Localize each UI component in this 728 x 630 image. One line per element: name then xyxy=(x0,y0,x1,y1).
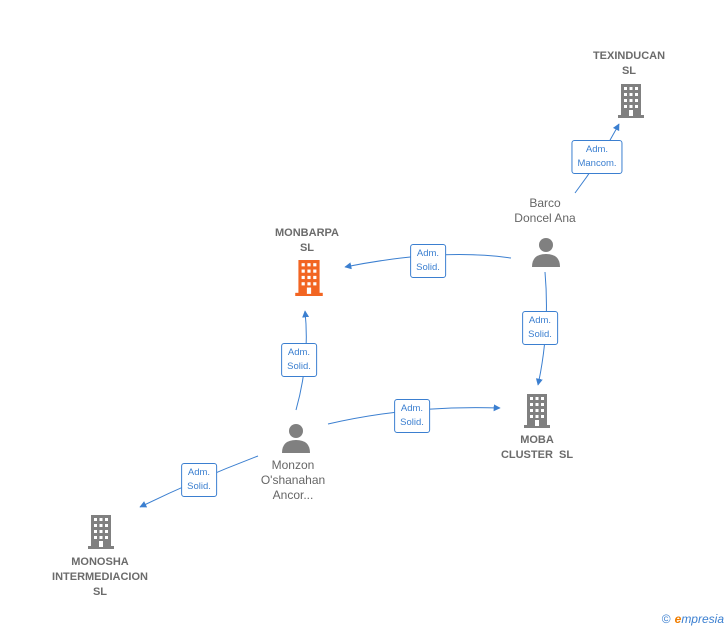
company-name-line: TEXINDUCAN xyxy=(592,50,666,62)
person-icon xyxy=(282,424,310,453)
edge-label-monzon-monosha[interactable]: Adm. Solid. xyxy=(181,463,217,497)
edge-label-line: Adm. xyxy=(400,403,424,414)
edge-label-line: Solid. xyxy=(528,329,552,340)
edge-label-barco-texinducan[interactable]: Adm. Mancom. xyxy=(571,140,623,174)
person-name-line: Doncel Ana xyxy=(514,211,576,225)
person-icon xyxy=(532,238,560,267)
company-name-line: CLUSTER SL xyxy=(500,449,574,461)
company-texinducan-label[interactable]: TEXINDUCAN SL xyxy=(593,49,665,79)
edge-label-line: Adm. xyxy=(187,467,211,478)
copyright-icon: © xyxy=(661,612,671,626)
company-name-line: MOBA xyxy=(520,434,554,446)
person-name-line: Monzon xyxy=(271,458,315,472)
edge-label-monzon-moba[interactable]: Adm. Solid. xyxy=(394,399,430,433)
building-icon xyxy=(618,84,644,118)
empresia-logo: ©empresia xyxy=(662,612,724,626)
company-monosha-label[interactable]: MONOSHA INTERMEDIACION SL xyxy=(52,555,148,600)
person-name-line: Barco xyxy=(529,196,561,210)
edge-label-line: Adm. xyxy=(528,315,552,326)
person-name-line: O'shanahan xyxy=(260,473,326,487)
brand-name: mpresia xyxy=(681,612,724,626)
person-name-line: Ancor... xyxy=(272,488,314,502)
company-name-line: SL xyxy=(92,586,108,598)
edge-label-line: Solid. xyxy=(416,262,440,273)
edge-label-line: Mancom. xyxy=(577,158,617,169)
building-icon xyxy=(295,260,323,296)
company-name-line: SL xyxy=(621,65,637,77)
edge-label-barco-moba[interactable]: Adm. Solid. xyxy=(522,311,558,345)
company-name-line: INTERMEDIACION xyxy=(52,571,148,583)
company-name-line: SL xyxy=(299,242,315,254)
company-moba-label[interactable]: MOBA CLUSTER SL xyxy=(501,433,573,463)
building-icon xyxy=(88,515,114,549)
company-name-line: MONBARPA xyxy=(275,227,339,239)
edge-label-line: Adm. xyxy=(416,248,440,259)
edge-label-line: Adm. xyxy=(287,347,311,358)
brand-initial: e xyxy=(674,612,682,626)
company-name-line: MONOSHA xyxy=(71,556,129,568)
edge-label-line: Solid. xyxy=(187,481,211,492)
person-monzon-label[interactable]: Monzon O'shanahan Ancor... xyxy=(261,458,325,503)
company-monbarpa-label[interactable]: MONBARPA SL xyxy=(275,226,339,256)
edge-label-line: Adm. xyxy=(585,144,609,155)
person-barco-label[interactable]: Barco Doncel Ana xyxy=(514,196,575,226)
edge-label-line: Solid. xyxy=(287,361,311,372)
edge-label-barco-monbarpa[interactable]: Adm. Solid. xyxy=(410,244,446,278)
edge-label-monzon-monbarpa[interactable]: Adm. Solid. xyxy=(281,343,317,377)
building-icon xyxy=(524,394,550,428)
edge-label-line: Solid. xyxy=(400,417,424,428)
